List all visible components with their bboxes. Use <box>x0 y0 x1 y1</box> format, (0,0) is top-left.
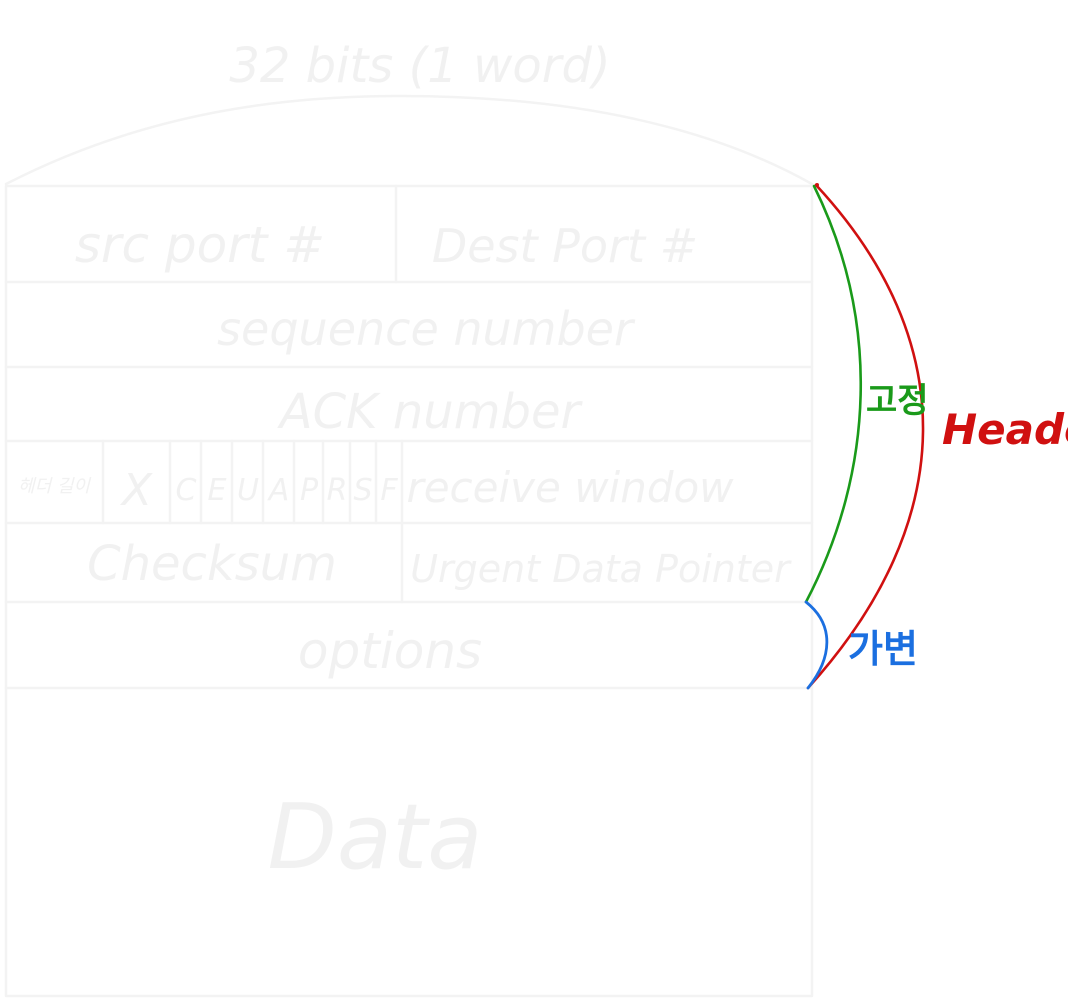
title-brace <box>4 94 814 186</box>
flag-f-label: F <box>380 473 398 508</box>
flag-p-label: P <box>300 473 319 508</box>
dest-port-label: Dest Port # <box>432 219 698 273</box>
header-label: Header <box>942 405 1068 454</box>
flag-r-label: R <box>327 473 348 508</box>
options-label: options <box>298 622 482 680</box>
fixed-brace <box>804 184 862 604</box>
segment-table <box>4 184 814 998</box>
title-label: 32 bits (1 word) <box>229 38 610 94</box>
flag-c-label: C <box>176 473 197 508</box>
ack-number-label: ACK number <box>277 384 584 440</box>
checksum-label: Checksum <box>87 536 337 592</box>
sequence-number-label: sequence number <box>217 302 636 356</box>
header-length-label: 헤더 길이 <box>18 476 91 497</box>
fixed-label: 고정 <box>866 381 929 421</box>
receive-window-label: receive window <box>406 463 734 512</box>
urgent-pointer-label: Urgent Data Pointer <box>410 547 792 591</box>
variable-label: 가변 <box>848 627 918 671</box>
flag-u-label: U <box>237 473 259 508</box>
flag-s-label: S <box>353 473 372 508</box>
header-brace <box>806 183 925 690</box>
flag-e-label: E <box>208 473 227 508</box>
unused-bits-label: X <box>120 465 153 516</box>
data-label: Data <box>268 785 483 890</box>
src-port-label: src port # <box>75 216 325 274</box>
header-brace-dot <box>815 183 819 187</box>
flag-a-label: A <box>267 473 290 508</box>
variable-brace <box>804 600 829 690</box>
